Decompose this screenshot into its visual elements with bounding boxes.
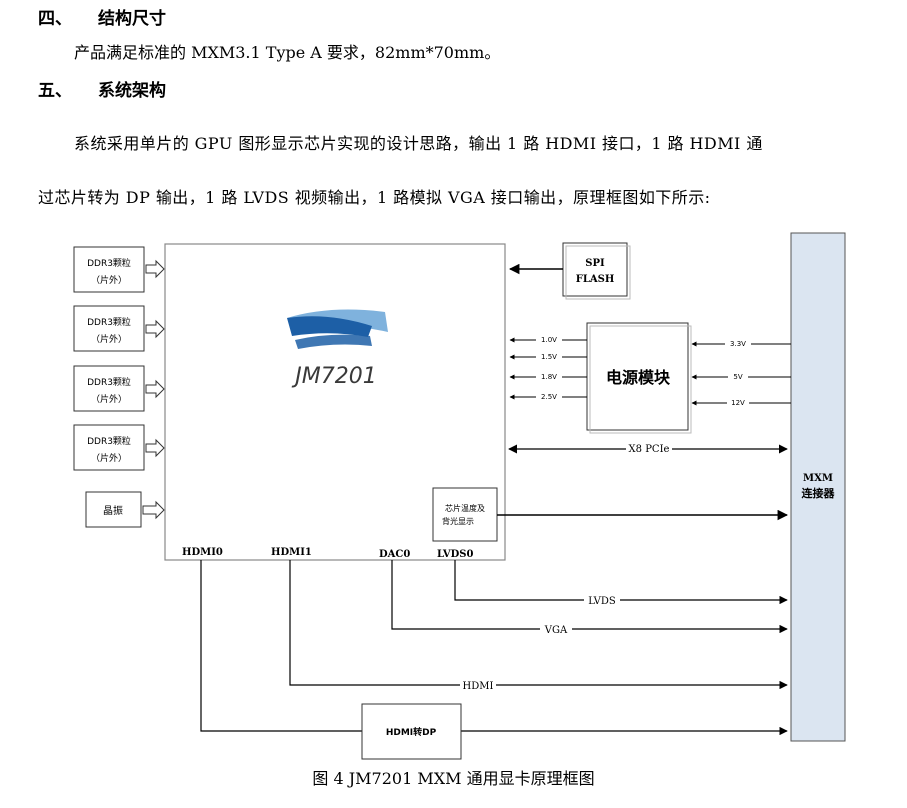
section4-number: 四、 (38, 9, 72, 29)
hdmi-dp-label: HDMI转DP (386, 726, 437, 738)
power-module: 电源模块 (586, 322, 692, 434)
ddr3-sublabel: （片外） (91, 274, 127, 286)
vga-line (391, 560, 788, 634)
temp-label-line2: 背光显示 (442, 516, 474, 526)
rail-1v0-label: 1.0V (541, 336, 557, 344)
ddr3-chip-3: DDR3颗粒 （片外） (73, 365, 145, 412)
spi-flash: SPI FLASH (562, 242, 631, 300)
port-hdmi1: HDMI1 (271, 547, 312, 558)
ddr3-chip-2: DDR3颗粒 （片外） (73, 305, 145, 352)
power-output-rails (509, 337, 587, 400)
ddr3-label: DDR3颗粒 (87, 376, 131, 388)
mxm-label-line1: MXM (803, 473, 833, 484)
rail-2v5-label: 2.5V (541, 393, 557, 401)
rail-1v8-label: 1.8V (541, 373, 557, 381)
temp-label-line1: 芯片温度及 (445, 503, 485, 513)
power-module-label: 电源模块 (606, 368, 671, 387)
hdmi-label: HDMI (463, 681, 494, 692)
input-12v-label: 12V (731, 399, 745, 407)
pcie-label: X8 PCIe (629, 444, 670, 455)
ddr3-label: DDR3颗粒 (87, 316, 131, 328)
section5-text-line1: 系统采用单片的 GPU 图形显示芯片实现的设计思路，输出 1 路 HDMI 接口… (74, 134, 763, 153)
vga-label: VGA (544, 625, 568, 636)
section4-text: 产品满足标准的 MXM3.1 Type A 要求，82mm*70mm。 (74, 43, 501, 62)
ddr3-label: DDR3颗粒 (87, 435, 131, 447)
jm7201-logo (287, 309, 388, 349)
section5-title: 系统架构 (98, 81, 166, 101)
mxm-connector: MXM 连接器 (790, 232, 846, 742)
ddr3-sublabel: （片外） (91, 393, 127, 405)
hdmi-dp-line-in (200, 560, 362, 732)
port-dac0: DAC0 (379, 549, 410, 560)
temp-backlight-block: 芯片温度及 背光显示 (432, 487, 498, 542)
input-3v3-label: 3.3V (730, 340, 746, 348)
ddr3-label: DDR3颗粒 (87, 257, 131, 269)
section5-text-line2: 过芯片转为 DP 输出，1 路 LVDS 视频输出，1 路模拟 VGA 接口输出… (38, 188, 711, 207)
ddr3-sublabel: （片外） (91, 333, 127, 345)
input-5v-label: 5V (733, 373, 742, 381)
spi-label: SPI (585, 258, 605, 269)
hdmi-line (289, 560, 788, 690)
crystal-oscillator: 晶振 (85, 491, 142, 528)
section4-title: 结构尺寸 (98, 9, 166, 29)
ddr3-sublabel: （片外） (91, 452, 127, 464)
ddr3-chip-1: DDR3颗粒 （片外） (73, 246, 145, 293)
rail-1v5-label: 1.5V (541, 353, 557, 361)
section5-number: 五、 (38, 81, 72, 101)
flash-label: FLASH (576, 274, 615, 285)
hdmi-to-dp-converter: HDMI转DP (361, 703, 462, 760)
lvds-line (454, 560, 788, 605)
mxm-label-line2: 连接器 (802, 486, 836, 500)
crystal-label: 晶振 (103, 504, 123, 517)
memory-bus-arrows (142, 259, 165, 520)
figure-caption: 图 4 JM7201 MXM 通用显卡原理框图 (312, 769, 595, 788)
port-lvds0: LVDS0 (437, 549, 473, 560)
chip-logo-text: JM7201 (291, 364, 376, 389)
lvds-label: LVDS (588, 596, 616, 607)
ddr3-chip-4: DDR3颗粒 （片外） (73, 424, 145, 471)
port-hdmi0: HDMI0 (182, 547, 223, 558)
